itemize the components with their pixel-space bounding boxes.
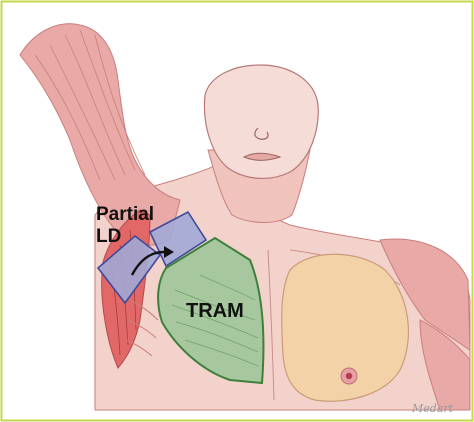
label-tram: TRAM [186,300,244,322]
nipple-icon [341,368,357,384]
label-partial: Partial [96,204,154,225]
artist-signature: Medart [411,402,454,415]
face [204,65,318,178]
label-ld: LD [96,226,121,247]
